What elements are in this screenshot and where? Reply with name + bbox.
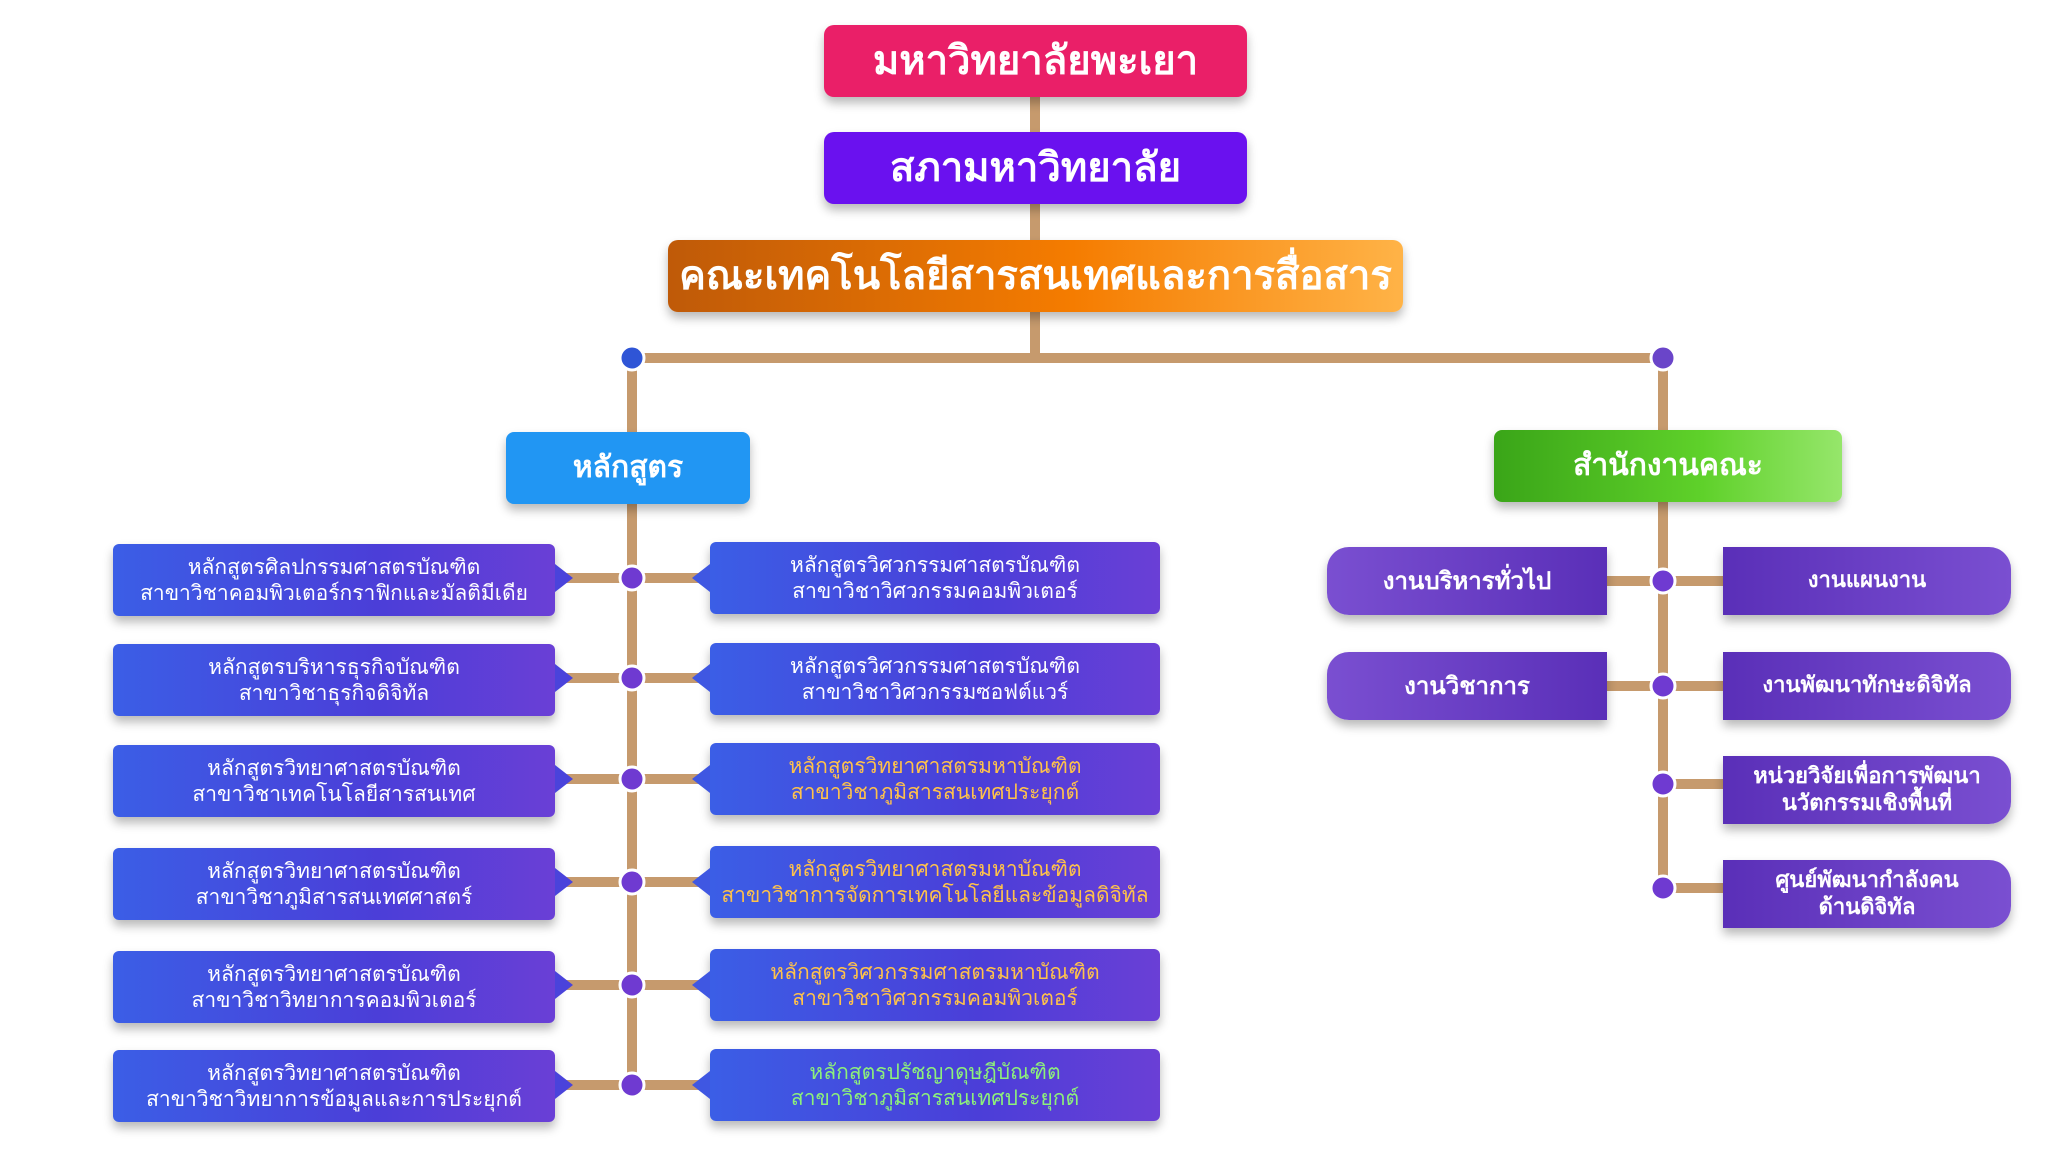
- junction-dot: [1649, 567, 1677, 595]
- pointer-arrow: [555, 765, 573, 793]
- pointer-arrow: [555, 971, 573, 999]
- program-name: หลักสูตรบริหารธุรกิจบัณฑิต: [208, 654, 460, 679]
- office-unit-label: งานบริหารทั่วไป: [1382, 567, 1552, 595]
- junction-dot: [1649, 672, 1677, 700]
- office-unit-planning: งานแผนงาน: [1723, 547, 2011, 615]
- program-name: หลักสูตรวิทยาศาสตรมหาบัณฑิต: [788, 753, 1082, 778]
- curriculum-header: หลักสูตร: [506, 432, 750, 504]
- program-name: หลักสูตรวิศวกรรมศาสตรมหาบัณฑิต: [770, 959, 1100, 984]
- program-left-4: หลักสูตรวิทยาศาสตรบัณฑิต สาขาวิชาภูมิสาร…: [113, 848, 555, 920]
- office-unit-label: งานแผนงาน: [1807, 568, 1927, 594]
- university-label: มหาวิทยาลัยพะเยา: [872, 38, 1199, 84]
- program-major: สาขาวิชาวิศวกรรมซอฟต์แวร์: [801, 680, 1069, 704]
- pointer-arrow: [692, 971, 710, 999]
- program-major: สาขาวิชาธุรกิจดิจิทัล: [238, 681, 430, 705]
- office-unit-label: ศูนย์พัฒนากำลังคน: [1775, 867, 1959, 893]
- program-major: สาขาวิชาภูมิสารสนเทศศาสตร์: [195, 885, 473, 909]
- program-major: สาขาวิชาคอมพิวเตอร์กราฟิกและมัลติมีเดีย: [140, 581, 528, 605]
- office-unit-academic: งานวิชาการ: [1327, 652, 1607, 720]
- office-unit-general-admin: งานบริหารทั่วไป: [1327, 547, 1607, 615]
- program-left-6: หลักสูตรวิทยาศาสตรบัณฑิต สาขาวิชาวิทยากา…: [113, 1050, 555, 1122]
- program-right-5: หลักสูตรวิศวกรรมศาสตรมหาบัณฑิต สาขาวิชาว…: [710, 949, 1160, 1021]
- program-major: สาขาวิชาภูมิสารสนเทศประยุกต์: [790, 1086, 1080, 1110]
- program-major: สาขาวิชาการจัดการเทคโนโลยีและข้อมูลดิจิท…: [721, 883, 1149, 907]
- program-major: สาขาวิชาวิศวกรรมคอมพิวเตอร์: [792, 579, 1078, 603]
- pointer-arrow: [692, 664, 710, 692]
- program-name: หลักสูตรวิทยาศาสตรบัณฑิต: [207, 1060, 461, 1085]
- faculty-label: คณะเทคโนโลยีสารสนเทศและการสื่อสาร: [679, 253, 1392, 299]
- program-name: หลักสูตรปรัชญาดุษฎีบัณฑิต: [809, 1059, 1061, 1084]
- council-box: สภามหาวิทยาลัย: [824, 132, 1247, 204]
- university-box: มหาวิทยาลัยพะเยา: [824, 25, 1247, 97]
- program-major: สาขาวิชาเทคโนโลยีสารสนเทศ: [192, 782, 476, 806]
- program-left-2: หลักสูตรบริหารธุรกิจบัณฑิต สาขาวิชาธุรกิ…: [113, 644, 555, 716]
- junction-dot: [1649, 874, 1677, 902]
- program-name: หลักสูตรวิทยาศาสตรบัณฑิต: [207, 858, 461, 883]
- junction-dot: [618, 765, 646, 793]
- program-left-1: หลักสูตรศิลปกรรมศาสตรบัณฑิต สาขาวิชาคอมพ…: [113, 544, 555, 616]
- program-name: หลักสูตรวิทยาศาสตรมหาบัณฑิต: [788, 856, 1082, 881]
- program-left-5: หลักสูตรวิทยาศาสตรบัณฑิต สาขาวิชาวิทยากา…: [113, 951, 555, 1023]
- program-major: สาขาวิชาวิศวกรรมคอมพิวเตอร์: [792, 986, 1078, 1010]
- junction-dot: [1649, 344, 1677, 372]
- program-right-6: หลักสูตรปรัชญาดุษฎีบัณฑิต สาขาวิชาภูมิสา…: [710, 1049, 1160, 1121]
- pointer-arrow: [555, 868, 573, 896]
- pointer-arrow: [555, 664, 573, 692]
- program-name: หลักสูตรวิศวกรรมศาสตรบัณฑิต: [790, 653, 1080, 678]
- pointer-arrow: [692, 765, 710, 793]
- program-name: หลักสูตรศิลปกรรมศาสตรบัณฑิต: [187, 554, 481, 579]
- office-unit-digital-skills: งานพัฒนาทักษะดิจิทัล: [1723, 652, 2011, 720]
- pointer-arrow: [555, 564, 573, 592]
- program-major: สาขาวิชาวิทยาการข้อมูลและการประยุกต์: [146, 1087, 522, 1111]
- pointer-arrow: [555, 1071, 573, 1099]
- junction-dot: [618, 564, 646, 592]
- council-label: สภามหาวิทยาลัย: [889, 145, 1182, 191]
- pointer-arrow: [692, 564, 710, 592]
- office-unit-sublabel: ด้านดิจิทัล: [1818, 895, 1916, 920]
- office-title: สำนักงานคณะ: [1573, 448, 1763, 484]
- program-major: สาขาวิชาวิทยาการคอมพิวเตอร์: [191, 988, 477, 1012]
- office-unit-label: หน่วยวิจัยเพื่อการพัฒนา: [1753, 763, 1981, 789]
- office-unit-digital-workforce: ศูนย์พัฒนากำลังคน ด้านดิจิทัล: [1723, 860, 2011, 928]
- program-right-4: หลักสูตรวิทยาศาสตรมหาบัณฑิต สาขาวิชาการจ…: [710, 846, 1160, 918]
- pointer-arrow: [692, 868, 710, 896]
- junction-dot: [618, 1071, 646, 1099]
- office-unit-label: งานวิชาการ: [1404, 672, 1530, 700]
- program-name: หลักสูตรวิทยาศาสตรบัณฑิต: [207, 961, 461, 986]
- program-right-2: หลักสูตรวิศวกรรมศาสตรบัณฑิต สาขาวิชาวิศว…: [710, 643, 1160, 715]
- junction-dot: [618, 971, 646, 999]
- program-left-3: หลักสูตรวิทยาศาสตรบัณฑิต สาขาวิชาเทคโนโล…: [113, 745, 555, 817]
- junction-dot: [618, 664, 646, 692]
- junction-dot: [1649, 770, 1677, 798]
- program-right-1: หลักสูตรวิศวกรรมศาสตรบัณฑิต สาขาวิชาวิศว…: [710, 542, 1160, 614]
- junction-dot: [618, 868, 646, 896]
- program-major: สาขาวิชาภูมิสารสนเทศประยุกต์: [790, 780, 1080, 804]
- office-unit-research: หน่วยวิจัยเพื่อการพัฒนา นวัตกรรมเชิงพื้น…: [1723, 756, 2011, 824]
- office-header: สำนักงานคณะ: [1494, 430, 1842, 502]
- program-name: หลักสูตรวิศวกรรมศาสตรบัณฑิต: [790, 552, 1080, 577]
- program-right-3: หลักสูตรวิทยาศาสตรมหาบัณฑิต สาขาวิชาภูมิ…: [710, 743, 1160, 815]
- office-unit-sublabel: นวัตกรรมเชิงพื้นที่: [1781, 791, 1953, 816]
- junction-dot: [618, 344, 646, 372]
- curriculum-title: หลักสูตร: [572, 450, 684, 486]
- program-name: หลักสูตรวิทยาศาสตรบัณฑิต: [207, 755, 461, 780]
- pointer-arrow: [692, 1071, 710, 1099]
- faculty-box: คณะเทคโนโลยีสารสนเทศและการสื่อสาร: [668, 240, 1403, 312]
- office-unit-label: งานพัฒนาทักษะดิจิทัล: [1762, 673, 1972, 699]
